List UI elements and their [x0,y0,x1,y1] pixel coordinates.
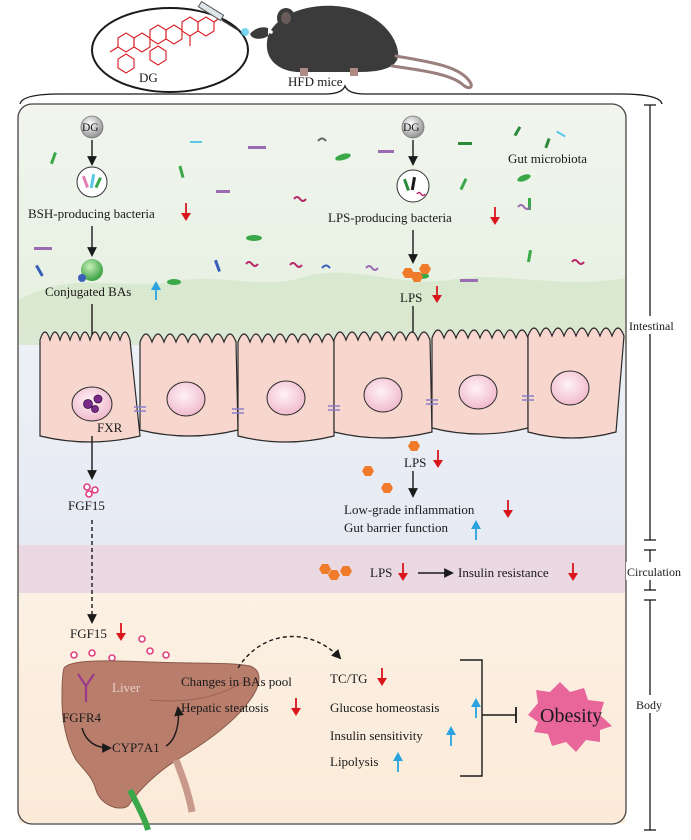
lps-bacteria-label: LPS-producing bacteria [328,210,452,225]
bsh-bacteria-icon [76,166,108,198]
circulation-label: Circulation [627,565,681,579]
up-arrow-icon [471,520,481,540]
dg-molecule-icon [109,15,223,74]
down-arrow-icon [398,563,408,581]
fgf15-intestine-label: FGF15 [68,498,105,513]
lps-lumen-label: LPS [400,290,422,305]
fxr-receptor-icon [83,394,103,413]
fgf15-icon [83,483,99,498]
up-arrow-icon [393,752,403,772]
villi-layer [19,272,625,345]
dg-left-label: DG [82,122,99,134]
lps-tissue-icon [362,441,420,493]
outcome-bracket [460,659,517,777]
lps-tissue-label: LPS [404,455,426,470]
lps-cluster-icon [402,264,431,282]
up-arrow-icon [471,698,481,718]
liver-label: Liver [112,680,141,695]
dg-label: DG [139,70,158,85]
up-arrow-icon [151,281,161,300]
fgfr4-receptor-icon [77,673,95,702]
liver-icon [61,660,260,831]
down-arrow-icon [568,563,578,581]
down-arrow-icon [503,500,513,518]
down-arrow-icon [377,668,387,686]
bsh-bacteria-label: BSH-producing bacteria [28,206,155,221]
glucose-label: Glucose homeostasis [330,700,439,715]
lipolysis-label: Lipolysis [330,754,378,769]
tight-junctions [134,395,534,414]
microbiota-decoration [34,126,585,285]
dg-left-ball: DG [80,115,104,139]
cell-nuclei [71,370,590,422]
fgf15-liver-label: FGF15 [70,626,107,641]
bile-acid-ball [78,259,103,282]
obesity-label: Obesity [540,705,602,727]
steatosis-label: Hepatic steatosis [181,700,269,715]
up-arrow-icon [446,726,456,746]
fgf15-particles [70,635,170,662]
header-brace [19,84,663,105]
dg-right-ball: DG [401,115,425,139]
down-arrow-icon [433,450,443,468]
lps-circulation-label: LPS [370,565,392,580]
microbiota-label: Gut microbiota [508,151,587,166]
body-label: Body [636,698,662,712]
lps-circulation-icon [319,564,352,580]
barrier-label: Gut barrier function [344,520,448,535]
fgfr4-label: FGFR4 [62,710,102,725]
bas-pool-label: Changes in BAs pool [181,674,292,689]
inflammation-label: Low-grade inflammation [344,502,475,517]
tc-tg-label: TC/TG [330,671,368,686]
lps-bacteria-icon [396,169,430,203]
down-arrow-icon [181,203,191,221]
intestinal-label: Intestinal [629,319,674,333]
dg-molecule-bubble [91,7,249,93]
down-arrow-icon [291,698,301,716]
mice-label: HFD mice [288,74,343,89]
down-arrow-icon [432,286,442,303]
dg-right-label: DG [403,122,420,134]
insulin-resistance-label: Insulin resistance [458,565,549,580]
down-arrow-icon [116,623,126,641]
fxr-label: FXR [97,420,123,435]
syringe-icon [197,0,249,36]
cyp7a1-label: CYP7A1 [112,740,160,755]
side-brackets [644,104,656,831]
mouse-icon [250,5,473,90]
conjugated-bas-label: Conjugated BAs [45,284,131,299]
header: DG HFD mice [19,0,663,105]
down-arrow-icon [490,207,500,225]
epithelial-cells [39,327,625,443]
insulin-sensitivity-label: Insulin sensitivity [330,728,423,743]
obesity-badge: Obesity [528,682,612,752]
